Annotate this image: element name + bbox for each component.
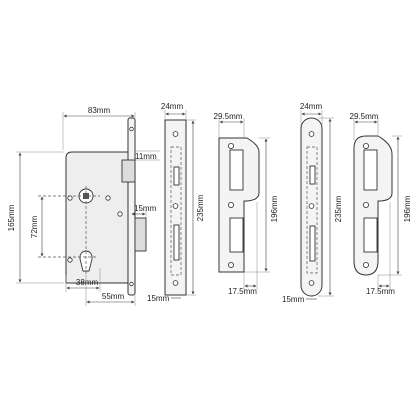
forend1-bottom-label: 15mm xyxy=(147,294,170,303)
screw-icon xyxy=(117,211,123,217)
backset-label: 55mm xyxy=(102,292,125,301)
strike-bolt-opening xyxy=(363,217,378,253)
screw-icon xyxy=(227,201,234,208)
screw-icon xyxy=(362,201,369,208)
strike2-bottom-label: 17.5mm xyxy=(366,287,395,296)
forend2-bottom-label: 15mm xyxy=(282,295,305,304)
lock-width-label: 83mm xyxy=(88,106,111,115)
screw-icon xyxy=(227,261,234,268)
forend-latch-slot xyxy=(309,165,316,185)
strike1-bottom-label: 17.5mm xyxy=(228,287,257,296)
lock-dimensions: 83mm 165mm 72mm 11mm 15mm 38mm 55mm xyxy=(7,106,160,306)
latch-bolt xyxy=(121,159,136,183)
screw-icon xyxy=(105,195,111,201)
lock-body xyxy=(65,151,129,284)
strike-latch-opening xyxy=(363,149,378,191)
strike2-height-label: 196mm xyxy=(403,195,412,222)
forend-latch-slot xyxy=(173,166,180,186)
lock-centres-label: 72mm xyxy=(30,216,39,239)
strike-latch-opening xyxy=(229,149,244,191)
screw-icon xyxy=(172,131,179,137)
latch-projection-label: 11mm xyxy=(135,152,157,161)
strike-plate-radiused: 29.5mm 196mm 17.5mm xyxy=(350,112,412,296)
strike1-width-label: 29.5mm xyxy=(214,112,243,121)
forend-square: 24mm 235mm 15mm xyxy=(147,102,205,303)
screw-icon xyxy=(362,142,369,149)
screw-icon xyxy=(172,280,179,286)
forend-bolt-slot xyxy=(173,224,180,261)
strike2-width-label: 29.5mm xyxy=(350,112,379,121)
keyhole-offset-label: 38mm xyxy=(76,278,99,287)
strike1-height-label: 196mm xyxy=(270,195,279,222)
screw-icon xyxy=(308,203,315,209)
screw-icon xyxy=(172,203,179,209)
screw-icon xyxy=(129,281,134,287)
screw-icon xyxy=(362,261,369,268)
dead-bolt xyxy=(134,217,147,252)
strike-plate-square: 29.5mm 196mm 17.5mm xyxy=(214,112,279,296)
screw-icon xyxy=(67,195,73,201)
forend-radiused: 24mm 235mm 15mm xyxy=(282,102,343,304)
screw-icon xyxy=(308,280,315,286)
forend2-width-label: 24mm xyxy=(300,102,323,111)
lock-case xyxy=(38,117,147,296)
deadbolt-projection-label: 15mm xyxy=(134,204,157,213)
forend1-height-label: 235mm xyxy=(196,194,205,221)
screw-icon xyxy=(129,126,134,132)
forend-bolt-slot xyxy=(309,225,316,262)
screw-icon xyxy=(67,257,73,263)
screw-icon xyxy=(227,142,234,149)
forend2-height-label: 235mm xyxy=(334,195,343,222)
strike-bolt-opening xyxy=(229,217,244,253)
forend1-width-label: 24mm xyxy=(161,102,184,111)
lock-height-label: 165mm xyxy=(7,204,16,231)
screw-icon xyxy=(308,131,315,137)
